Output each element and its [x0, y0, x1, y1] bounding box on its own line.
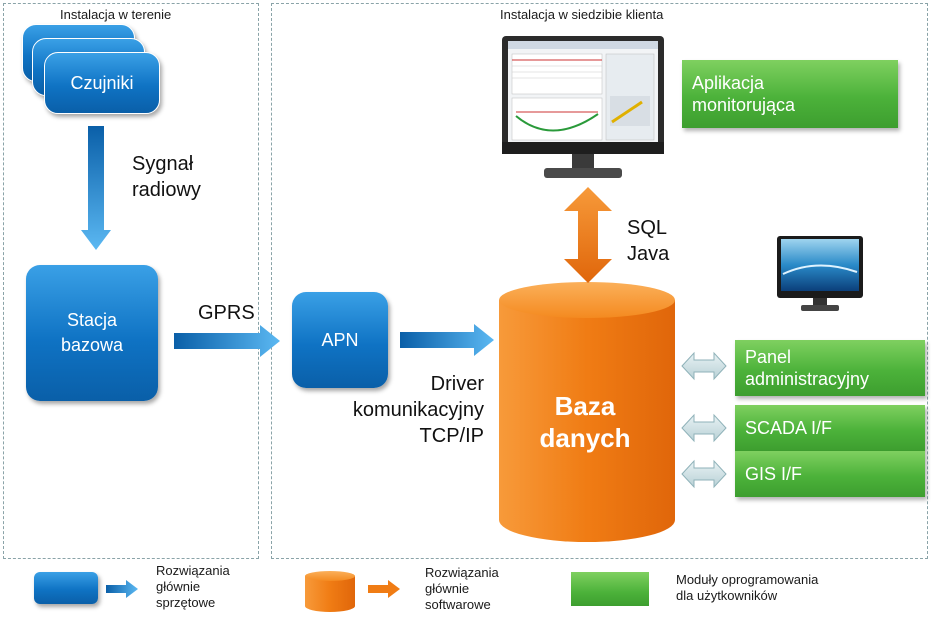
sensors-label: Czujniki	[70, 72, 134, 93]
sql-java-arrow	[564, 187, 612, 283]
legend-hardware-arrow	[106, 580, 138, 598]
field-installation-title: Instalacja w terenie	[60, 7, 172, 22]
monitoring-app-label: Aplikacja monitorująca	[692, 73, 796, 115]
gis-module: GIS I/F	[735, 451, 925, 497]
admin-panel-module: Panel administracyjny	[735, 340, 925, 396]
radio-signal-label: Sygnał radiowy	[132, 153, 201, 201]
sql-java-label: SQL Java	[627, 217, 670, 265]
radio-signal-arrow	[81, 126, 111, 250]
driver-label: Driver komunikacyjny TCP/IP	[352, 373, 484, 447]
legend-hardware-swatch	[34, 572, 98, 604]
gis-arrow	[681, 459, 727, 489]
legend-modules-swatch	[571, 572, 649, 606]
apn-label: APN	[321, 329, 359, 350]
field-installation-region	[3, 3, 259, 559]
apn-node: APN	[292, 292, 388, 388]
gprs-arrow	[174, 325, 280, 357]
database-cylinder	[499, 282, 675, 542]
admin-panel-label: Panel administracyjny	[745, 347, 870, 389]
legend-software-text: Rozwiązania głównie softwarowe	[425, 565, 499, 612]
monitor-icon	[502, 36, 664, 178]
database-label: Baza danych	[539, 391, 631, 453]
base-station-label: Stacja bazowa	[60, 310, 124, 355]
legend-software-cylinder	[305, 571, 355, 612]
admin-panel-arrow	[681, 351, 727, 381]
gprs-label: GPRS	[198, 302, 255, 324]
client-installation-region	[271, 3, 928, 559]
sensors-node: Czujniki	[44, 52, 160, 114]
scada-arrow	[681, 413, 727, 443]
scada-label: SCADA I/F	[745, 418, 833, 438]
scada-module: SCADA I/F	[735, 405, 925, 451]
legend-software-arrow	[368, 580, 400, 598]
client-installation-title: Instalacja w siedzibie klienta	[500, 7, 664, 22]
small-monitor-icon	[777, 236, 863, 311]
legend-modules-text: Moduły oprogramowania dla użytkowników	[676, 572, 819, 603]
legend-hardware-text: Rozwiązania głównie sprzętowe	[156, 563, 230, 610]
monitoring-app-module: Aplikacja monitorująca	[682, 60, 898, 128]
gis-label: GIS I/F	[745, 464, 803, 484]
base-station-node: Stacja bazowa	[26, 265, 158, 401]
driver-arrow	[400, 324, 494, 356]
